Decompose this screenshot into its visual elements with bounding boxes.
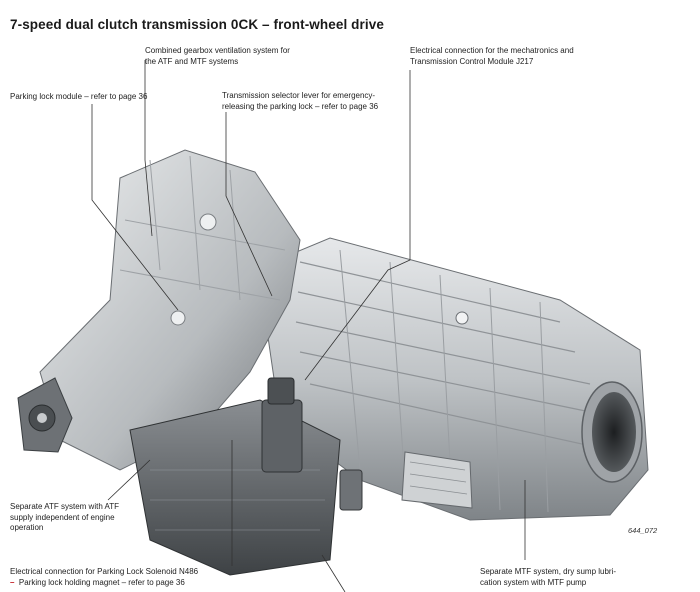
callout-parking-solenoid-line2: Parking lock holding magnet – refer to p… — [18, 577, 185, 587]
callout-parking-lock-module: Parking lock module – refer to page 36 — [10, 92, 147, 103]
callout-mtf-system-line1: Separate MTF system, dry sump lubri- — [480, 567, 617, 576]
callout-atf-system-line2: supply independent of engine — [10, 512, 115, 522]
tail-housing — [257, 237, 649, 521]
callout-atf-system-line1: Separate ATF system with ATF — [10, 502, 120, 511]
callout-electrical-mechatronics-line2: Transmission Control Module J217 — [410, 56, 534, 66]
red-dash-bullet: – — [10, 577, 15, 587]
page-title: 7-speed dual clutch transmission 0CK – f… — [10, 17, 384, 32]
callout-parking-lock-module-line1: Parking lock module – refer to page 36 — [10, 92, 148, 101]
callout-selector-lever-line2: releasing the parking lock – refer to pa… — [222, 101, 379, 111]
mtf-pump — [339, 451, 473, 511]
leader-selector-lever — [225, 112, 273, 297]
callout-mtf-system-line2: cation system with MTF pump — [480, 577, 587, 587]
leader-atf-system — [107, 459, 151, 501]
callout-parking-solenoid: Electrical connection for Parking Lock S… — [10, 567, 198, 588]
callout-atf-system-line3: operation — [10, 523, 44, 532]
callout-electrical-mechatronics-line1: Electrical connection for the mechatroni… — [410, 46, 574, 55]
leader-ventilation — [144, 60, 153, 237]
callout-electrical-mechatronics: Electrical connection for the mechatroni… — [410, 46, 574, 67]
callout-selector-lever-line1: Transmission selector lever for emergenc… — [222, 91, 376, 100]
oil-pan — [129, 377, 341, 576]
callout-parking-solenoid-line1: Electrical connection for Parking Lock S… — [10, 567, 199, 576]
leader-lines — [91, 60, 526, 592]
callout-mtf-system: Separate MTF system, dry sump lubri- cat… — [480, 567, 616, 588]
clutch-housing — [17, 149, 301, 471]
callout-ventilation-line2: the ATF and MTF systems — [145, 56, 239, 66]
callout-selector-lever: Transmission selector lever for emergenc… — [222, 91, 378, 112]
callout-atf-system: Separate ATF system with ATF supply inde… — [10, 502, 119, 534]
leader-electrical-mechatronics — [304, 70, 411, 381]
leader-parking-lock-module — [91, 104, 179, 311]
callout-parking-solenoid-line2-wrap: – Parking lock holding magnet – refer to… — [10, 578, 198, 589]
figure-number: 644_072 — [628, 526, 658, 535]
leader-bottom — [321, 554, 346, 592]
callout-ventilation-line1: Combined gearbox ventilation system for — [145, 46, 290, 55]
callout-ventilation: Combined gearbox ventilation system for … — [145, 46, 290, 67]
